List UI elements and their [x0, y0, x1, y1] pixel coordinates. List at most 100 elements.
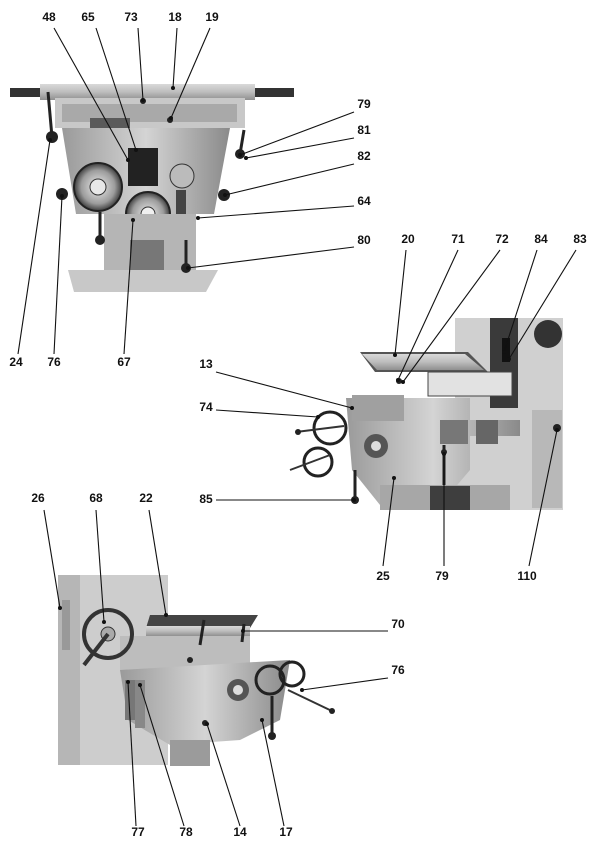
leader-line-68: [95, 509, 105, 623]
leader-end-81: [244, 156, 248, 160]
leader-line-65: [95, 27, 137, 151]
part-label-13: 13: [199, 357, 213, 371]
leader-end-71: [396, 378, 400, 382]
leader-end-13: [350, 406, 354, 410]
part-label-22: 22: [139, 491, 153, 505]
front-view-photo: [10, 84, 294, 292]
part-label-24: 24: [9, 355, 23, 369]
leader-end-84: [502, 350, 506, 354]
leader-end-17: [260, 718, 264, 722]
leader-line-79: [239, 111, 355, 156]
part-label-78: 78: [179, 825, 193, 839]
part-label-76: 76: [391, 663, 405, 677]
leader-end-67: [131, 218, 135, 222]
part-label-79: 79: [435, 569, 449, 583]
leader-line-72: [402, 249, 501, 383]
part-label-17: 17: [279, 825, 293, 839]
leader-line-76: [301, 677, 389, 691]
leader-line-81: [245, 137, 355, 159]
part-label-14: 14: [233, 825, 247, 839]
part-label-18: 18: [168, 10, 182, 24]
part-label-73: 73: [124, 10, 138, 24]
leader-end-22: [164, 613, 168, 617]
leader-line-13: [215, 371, 353, 409]
leader-end-18: [171, 86, 175, 90]
leader-line-14: [206, 723, 241, 827]
leader-line-73: [137, 27, 144, 101]
part-label-67: 67: [117, 355, 131, 369]
part-label-82: 82: [357, 149, 371, 163]
leader-end-70: [241, 629, 245, 633]
leader-line-24: [17, 139, 51, 355]
part-label-71: 71: [451, 232, 465, 246]
leader-end-76: [300, 688, 304, 692]
leader-line-110: [528, 429, 558, 567]
part-label-65: 65: [81, 10, 95, 24]
part-label-76: 76: [47, 355, 61, 369]
part-label-48: 48: [42, 10, 56, 24]
leader-line-71: [397, 249, 459, 381]
leader-end-79: [238, 153, 242, 157]
leader-line-64: [197, 205, 355, 219]
side-view-right-photo: [289, 318, 563, 510]
part-label-80: 80: [357, 233, 371, 247]
leader-end-110: [555, 428, 559, 432]
leader-end-24: [48, 138, 52, 142]
leader-end-64: [196, 216, 200, 220]
leader-end-72: [401, 380, 405, 384]
leader-end-74: [316, 415, 320, 419]
leader-line-17: [261, 719, 285, 827]
leader-line-80: [187, 246, 355, 269]
leader-line-82: [224, 163, 355, 196]
leader-line-77: [127, 681, 137, 827]
leader-end-78: [138, 683, 142, 687]
leader-end-76: [60, 194, 64, 198]
part-label-83: 83: [573, 232, 587, 246]
leader-end-26: [58, 606, 62, 610]
part-label-20: 20: [401, 232, 415, 246]
part-label-19: 19: [205, 10, 219, 24]
leader-line-48: [53, 27, 129, 161]
leader-end-20: [393, 353, 397, 357]
part-label-25: 25: [376, 569, 390, 583]
part-label-74: 74: [199, 400, 213, 414]
part-label-77: 77: [131, 825, 145, 839]
leader-line-20: [394, 249, 407, 356]
leader-end-73: [141, 98, 145, 102]
leader-end-14: [205, 722, 209, 726]
leader-end-19: [169, 116, 173, 120]
leader-end-25: [392, 476, 396, 480]
part-label-79: 79: [357, 97, 371, 111]
leader-line-26: [43, 509, 61, 609]
leader-end-82: [223, 193, 227, 197]
part-label-110: 110: [517, 569, 537, 583]
leader-end-83: [507, 357, 511, 361]
leader-line-19: [170, 27, 211, 119]
part-label-26: 26: [31, 491, 45, 505]
leader-end-80: [186, 266, 190, 270]
leader-end-48: [126, 158, 130, 162]
leader-line-76: [53, 195, 63, 355]
part-label-81: 81: [357, 123, 371, 137]
part-label-85: 85: [199, 492, 213, 506]
side-view-left-photo: [58, 575, 335, 766]
part-label-64: 64: [357, 194, 371, 208]
leader-line-67: [123, 219, 134, 355]
leader-end-79: [442, 452, 446, 456]
leader-end-85: [352, 498, 356, 502]
part-label-72: 72: [495, 232, 509, 246]
leader-line-84: [503, 249, 538, 353]
part-label-84: 84: [534, 232, 548, 246]
leader-line-74: [215, 409, 319, 418]
leader-line-83: [508, 249, 577, 360]
leader-line-22: [148, 509, 167, 616]
part-label-68: 68: [89, 491, 103, 505]
leader-end-65: [134, 148, 138, 152]
leader-end-68: [102, 620, 106, 624]
label-layer: 48 65 73 18 19 79 81 82 64 80 24 76 67 20 71 72 84 83 13 74…: [9, 10, 587, 839]
leader-line-18: [172, 27, 178, 89]
part-label-70: 70: [391, 617, 405, 631]
leader-end-77: [126, 680, 130, 684]
leader-line-78: [139, 684, 185, 827]
